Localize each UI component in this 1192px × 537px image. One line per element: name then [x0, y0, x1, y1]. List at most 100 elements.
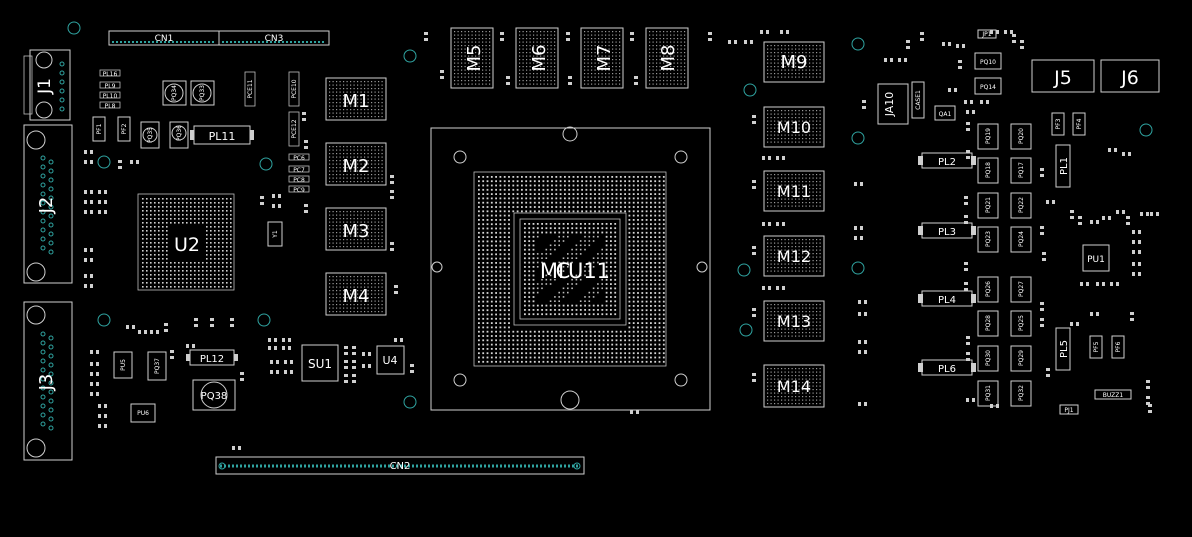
j2-label: J2 [36, 197, 57, 215]
connector-j1: J1 [23, 49, 71, 121]
memory-m10: M10 [763, 106, 825, 148]
label-pl10: PL10 [99, 91, 121, 100]
memory-m14: M14 [763, 364, 825, 408]
j6-label: J6 [1120, 67, 1139, 89]
memory-m8: M8 [645, 27, 689, 89]
label-pl16: PL16 [99, 69, 121, 78]
mosfet-pq18: PQ18 [977, 157, 999, 184]
memory-m13: M13 [763, 300, 825, 342]
inductor-pl2: PL2 [918, 152, 976, 169]
inductors: PL11 PL12 PL2 PL3 PL4 PL6 PL1 PL5 [186, 125, 1071, 376]
memory-m1: M1 [325, 77, 387, 121]
mosfet-pu5: PU5 [113, 351, 133, 379]
svg-text:M12: M12 [777, 247, 811, 266]
svg-text:M1: M1 [343, 91, 370, 112]
inductor-pl12: PL12 [186, 349, 238, 366]
memory-chips: M1 M2 M3 M4 M5 M6 M7 M8 M9 M10 M11 M12 M… [325, 27, 825, 408]
mosfet-pq31: PQ31 [977, 380, 999, 407]
gpu-package: MI C U11 [430, 126, 711, 411]
connector-cn3: CN3 [218, 30, 330, 46]
j5-label: J5 [1053, 67, 1072, 89]
mosfet-pq28: PQ28 [977, 310, 999, 337]
svg-text:M4: M4 [343, 286, 370, 307]
svg-text:M9: M9 [781, 52, 808, 73]
inductor-pl4: PL4 [918, 290, 976, 307]
ic-u4: U4 [376, 345, 405, 375]
connector-j3: J3 [23, 301, 73, 461]
gpu-label-b: C [556, 259, 571, 283]
memory-m12: M12 [763, 235, 825, 277]
connector-j6: J6 [1100, 59, 1160, 93]
label-pc7: PC7 [288, 165, 310, 174]
memory-m4: M4 [325, 272, 387, 316]
power-mosfets: PQ38 PQ34 PQ33 PQ35 PQ36 PQ37 PU5 PU6 PQ… [113, 52, 1002, 423]
mosfet-pq14: PQ14 [974, 77, 1002, 95]
svg-text:M10: M10 [777, 118, 811, 137]
j3-label: J3 [36, 374, 57, 392]
label-pc8: PC8 [288, 175, 310, 184]
label-pce12: PCE12 [288, 111, 300, 147]
fuse-pf4: PF4 [1072, 112, 1086, 136]
mosfet-pq23: PQ23 [977, 226, 999, 253]
label-pce11: PCE11 [244, 71, 256, 107]
ic-pu1: PU1 [1082, 244, 1110, 272]
cn2-label: CN2 [390, 461, 411, 472]
fuse-pf3: PF3 [1051, 112, 1065, 136]
misc-components: Y1 BUZZ1 PJ1 JP1 CASE1 PF3 PF4 PF5 PF6 P… [92, 29, 1132, 415]
fuse-pf1: PF1 [92, 116, 106, 142]
memory-m5: M5 [450, 27, 494, 89]
mosfet-pq17: PQ17 [1010, 157, 1032, 184]
mosfet-pq10: PQ10 [974, 52, 1002, 70]
buzzer-buzz1: BUZZ1 [1094, 389, 1132, 400]
crystal-y1: Y1 [267, 221, 283, 247]
gpu-ball-grid [478, 176, 665, 363]
ic-su1: SU1 [301, 344, 339, 382]
gpu-die-grid [524, 223, 617, 316]
memory-m6: M6 [515, 27, 559, 89]
fuse-pf6: PF6 [1111, 335, 1125, 359]
inductor-pl11: PL11 [190, 125, 254, 145]
svg-text:M6: M6 [529, 45, 550, 72]
mosfet-pq34: PQ34 [162, 80, 187, 106]
cn3-label: CN3 [265, 34, 284, 44]
svg-text:M11: M11 [777, 182, 811, 201]
case-case1: CASE1 [911, 81, 925, 119]
memory-m11: M11 [763, 170, 825, 212]
svg-text:M7: M7 [594, 45, 615, 72]
jumper-jp1: JP1 [977, 29, 997, 39]
ic-u2: U2 [137, 193, 235, 291]
mosfet-pq33: PQ33 [190, 80, 215, 106]
mosfet-pq21: PQ21 [977, 192, 999, 219]
svg-text:M5: M5 [464, 45, 485, 72]
mosfet-pq27: PQ27 [1010, 276, 1032, 303]
svg-text:M3: M3 [343, 221, 370, 242]
gpu-label-a: MI [540, 259, 564, 283]
mosfet-pq20: PQ20 [1010, 123, 1032, 150]
mosfet-pq35: PQ35 [140, 121, 160, 149]
gpu-label-c: U11 [568, 259, 610, 283]
svg-text:M8: M8 [658, 45, 679, 72]
connector-cn2: CN2 [215, 456, 585, 475]
fuse-pf5: PF5 [1089, 335, 1103, 359]
mosfet-pq26: PQ26 [977, 276, 999, 303]
j1-label: J1 [35, 78, 55, 95]
connector-j2: J2 [23, 124, 73, 284]
label-pc9: PC9 [288, 185, 310, 194]
svg-text:M14: M14 [777, 377, 811, 396]
label-pc6: PC6 [288, 153, 310, 162]
mosfet-pq25: PQ25 [1010, 310, 1032, 337]
mosfet-pq22: PQ22 [1010, 192, 1032, 219]
decorative-components [40, 21, 1159, 450]
jumper-pj1: PJ1 [1059, 404, 1079, 415]
mosfet-pq36: PQ36 [169, 121, 189, 149]
connector-j5: J5 [1031, 59, 1095, 93]
mosfet-pq24: PQ24 [1010, 226, 1032, 253]
inductor-pl3: PL3 [918, 222, 976, 239]
mosfet-pq19: PQ19 [977, 123, 999, 150]
memory-m7: M7 [580, 27, 624, 89]
mosfet-pq30: PQ30 [977, 345, 999, 372]
ic-ja10: JA10 [877, 83, 909, 125]
svg-text:M13: M13 [777, 312, 811, 331]
